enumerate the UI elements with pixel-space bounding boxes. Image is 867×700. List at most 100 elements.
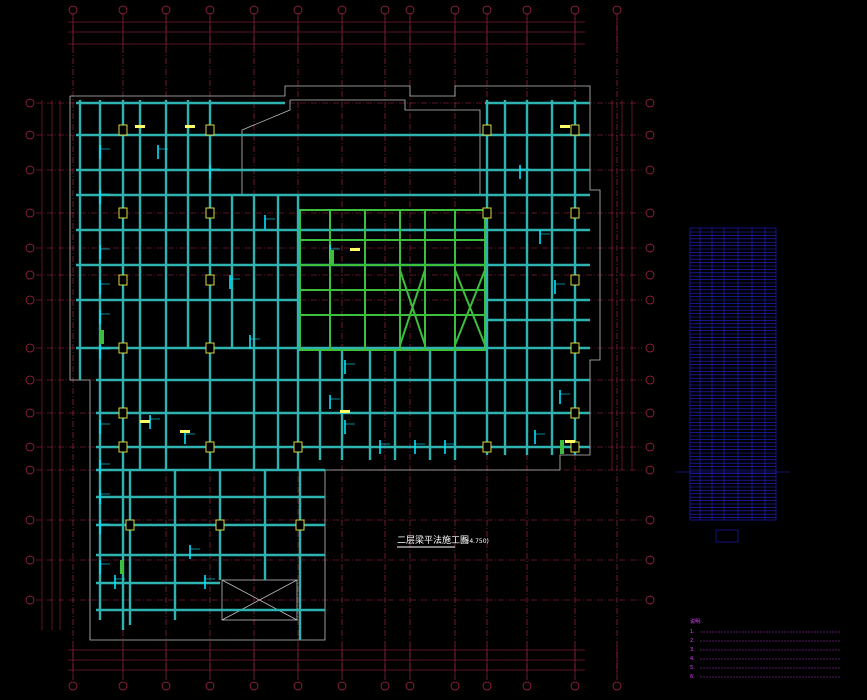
columns	[118, 124, 580, 531]
axis-bubble	[380, 681, 390, 691]
stair-diagonal	[221, 579, 298, 621]
axis-bubble	[25, 165, 35, 175]
axis-bubble	[612, 5, 622, 15]
axis-bubble	[645, 98, 655, 108]
rebar-schedule-table	[676, 227, 790, 543]
axis-bubble	[25, 408, 35, 418]
axis-bubble	[25, 442, 35, 452]
column	[570, 407, 580, 419]
drawing-elevation: (+4.750)	[462, 538, 489, 545]
axis-bubble	[25, 555, 35, 565]
column	[118, 124, 128, 136]
column	[118, 441, 128, 453]
axis-bubble	[68, 681, 78, 691]
highlight-mark	[185, 125, 195, 128]
green-mark	[100, 330, 104, 344]
column	[118, 342, 128, 354]
axis-bubble	[25, 243, 35, 253]
axis-bubble	[25, 130, 35, 140]
beam-annotations	[99, 125, 575, 589]
axis-bubble	[645, 165, 655, 175]
axis-bubble	[249, 681, 259, 691]
column	[482, 441, 492, 453]
column	[570, 207, 580, 219]
column	[570, 342, 580, 354]
column	[482, 207, 492, 219]
column	[570, 124, 580, 136]
axis-bubble	[205, 5, 215, 15]
axis-bubble	[25, 295, 35, 305]
column	[118, 407, 128, 419]
general-notes: 说明: 1. 2. 3. 4. 5. 6.	[690, 618, 840, 680]
highlight-mark	[180, 430, 190, 433]
column	[205, 207, 215, 219]
column	[215, 519, 225, 531]
axis-bubble	[68, 5, 78, 15]
axis-bubble	[570, 681, 580, 691]
axis-bubble	[25, 595, 35, 605]
elevator-cross	[454, 269, 486, 346]
drawing-title-block: 二层梁平法施工图 (+4.750)	[397, 534, 489, 548]
axis-bubble	[645, 243, 655, 253]
axis-bubble	[118, 681, 128, 691]
note-line: 6.	[690, 674, 695, 680]
axis-bubble	[482, 5, 492, 15]
core-boundary	[299, 209, 486, 351]
column	[295, 519, 305, 531]
highlight-mark	[560, 125, 570, 128]
axis-bubble	[645, 375, 655, 385]
note-line: 2.	[690, 638, 695, 644]
axis-bubble	[380, 5, 390, 15]
axis-bubble	[645, 130, 655, 140]
axis-bubble	[337, 5, 347, 15]
axis-bubbles	[25, 5, 655, 691]
column	[293, 441, 303, 453]
axis-bubble	[645, 555, 655, 565]
column	[570, 274, 580, 286]
axis-bubble	[205, 681, 215, 691]
green-mark	[330, 250, 334, 264]
axis-bubble	[450, 5, 460, 15]
axis-bubble	[645, 408, 655, 418]
column	[118, 274, 128, 286]
axis-bubble	[161, 5, 171, 15]
table-frame	[689, 227, 777, 521]
axis-bubble	[645, 442, 655, 452]
axis-bubble	[522, 681, 532, 691]
axis-bubble	[645, 343, 655, 353]
axis-bubble	[161, 681, 171, 691]
dimension-lines	[41, 18, 633, 674]
notes-heading: 说明:	[690, 618, 702, 625]
axis-bubble	[118, 5, 128, 15]
axis-bubble	[645, 595, 655, 605]
highlight-mark	[350, 248, 360, 251]
axis-bubble	[25, 208, 35, 218]
column	[570, 441, 580, 453]
note-line: 4.	[690, 656, 695, 662]
axis-bubble	[645, 295, 655, 305]
highlight-mark	[340, 410, 350, 413]
column	[125, 519, 135, 531]
axis-bubble	[405, 681, 415, 691]
elevator-cross	[399, 269, 426, 346]
axis-bubble	[25, 515, 35, 525]
column	[205, 274, 215, 286]
column	[118, 207, 128, 219]
highlight-mark	[565, 440, 575, 443]
axis-bubble	[645, 208, 655, 218]
column	[205, 441, 215, 453]
axis-bubble	[25, 98, 35, 108]
axis-bubble	[645, 270, 655, 280]
axis-bubble	[645, 515, 655, 525]
axis-bubble	[25, 375, 35, 385]
axis-bubble	[612, 681, 622, 691]
highlight-mark	[140, 420, 150, 423]
axis-bubble	[482, 681, 492, 691]
axis-bubble	[25, 465, 35, 475]
axis-bubble	[450, 681, 460, 691]
column	[205, 124, 215, 136]
axis-bubble	[293, 5, 303, 15]
axis-bubble	[570, 5, 580, 15]
green-mark	[120, 560, 124, 574]
